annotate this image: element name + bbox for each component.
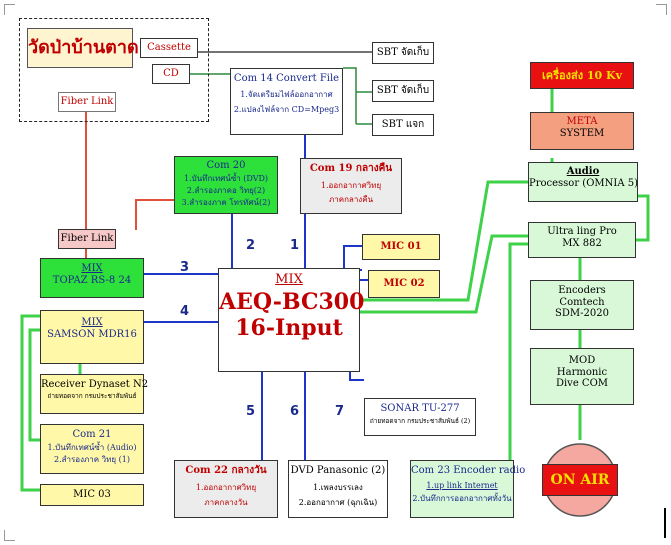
dvd-panasonic: DVD Panasonic (2) 1.เพลงบรรเลง 2.ออกอากา…: [288, 460, 388, 518]
temple-region: [19, 18, 209, 122]
com19-night: Com 19 กลางคืน 1.ออกอากาศวิทยุ ภาคกลางคื…: [300, 158, 402, 214]
input-number-3: 3: [180, 260, 190, 275]
dark-green-connections: [190, 67, 372, 125]
input-number-6: 6: [290, 404, 300, 419]
input-number-5: 5: [246, 404, 256, 419]
mod-harmonic: MOD Harmonic Dive COM: [530, 348, 634, 405]
mix-samson: MIX SAMSON MDR16: [40, 310, 144, 364]
meta-system: META SYSTEM: [530, 112, 634, 150]
com14-convert-file: Com 14 Convert File 1.จัดเตรียมไฟล์ออกอา…: [230, 68, 343, 135]
sbt-distribute: SBT แจก: [372, 114, 434, 136]
com23-encoder-radio: Com 23 Encoder radio 1.up link Internet …: [410, 460, 525, 518]
ultra-link-pro: Ultra ling Pro MX 882: [528, 222, 636, 258]
red-connections: [85, 112, 174, 258]
input-number-1: 1: [290, 238, 300, 253]
mic02: MIC 02: [368, 270, 440, 298]
mix-topaz: MIX TOPAZ RS-8 24: [40, 258, 144, 298]
input-number-7: 7: [335, 404, 345, 419]
transmitter-10kv: เครื่องส่ง 10 Kv: [530, 62, 634, 89]
corner-mark: [4, 530, 15, 541]
cassette-box: Cassette: [140, 38, 198, 58]
cd-box: CD: [152, 64, 190, 84]
main-mixer-aeq: MIX AEQ-BC300 16-Input: [218, 268, 364, 372]
encoders-comtech: Encoders Comtech SDM-2020: [530, 280, 634, 330]
temple-title-text: วัดป่าบ้านตาด: [28, 37, 139, 58]
corner-mark: [656, 4, 667, 15]
input-number-2: 2: [246, 238, 256, 253]
edge-mark: [664, 508, 666, 538]
sonar-tuner: SONAR TU-277 ถ่ายทอดจาก กรมประชาสัมพันธ์…: [364, 398, 476, 436]
sbt-storage-2: SBT จัดเก็บ: [372, 80, 434, 102]
receiver-dynaset: Receiver Dynaset N2 ถ่ายทอดจาก กรมประชาส…: [40, 374, 148, 414]
sbt-storage-1: SBT จัดเก็บ: [372, 42, 434, 64]
on-air-badge: ON AIR: [542, 464, 618, 496]
com22-day: Com 22 กลางวัน 1.ออกอากาศวิทยุ ภาคกลางวั…: [174, 460, 278, 518]
mic03: MIC 03: [40, 484, 144, 506]
corner-mark: [4, 4, 15, 15]
com20-dvd: Com 20 1.บันทึกเทศน์ซ้ำ (DVD) 2.สำรองภาค…: [174, 156, 278, 214]
temple-fiber-link: Fiber Link: [58, 92, 116, 112]
audio-processor: Audio Processor (OMNIA 5): [528, 162, 638, 202]
green-connections: [20, 89, 650, 492]
temple-title: วัดป่าบ้านตาด: [27, 28, 139, 68]
com21-audio: Com 21 1.บันทึกเทศน์ซ้ำ (Audio) 2.สำรองภ…: [40, 424, 144, 474]
mic01: MIC 01: [362, 234, 440, 260]
input-number-4: 4: [180, 304, 190, 319]
fiber-link-box: Fiber Link: [58, 229, 116, 249]
